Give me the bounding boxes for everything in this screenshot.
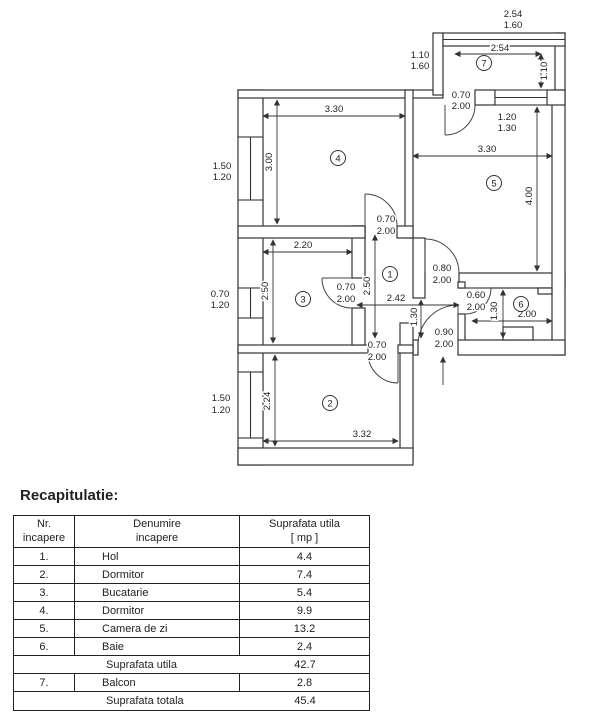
room-number-hall: 1: [387, 270, 392, 281]
dim-bath-height: 1.30: [489, 302, 500, 321]
door-arc-room2: [367, 352, 399, 384]
dim-room4-window-width: 1.50: [213, 161, 232, 172]
dim-kitchen-height: 2.50: [260, 282, 271, 301]
dim-balcony-window-width: 2.54: [504, 9, 523, 20]
total-value: 45.4: [294, 695, 316, 707]
dim-living-width: 3.30: [478, 144, 497, 155]
header-denumire-line2: incapere: [135, 531, 179, 544]
recap-title: Recapitulatie:: [20, 487, 119, 504]
dim-bath-door-height: 2.00: [467, 302, 486, 313]
dim-hall-width: 2.42: [387, 293, 406, 304]
header-nr-line2: incapere: [22, 531, 66, 544]
dim-bath-door-width: 0.60: [467, 290, 486, 301]
dim-room4-window-height: 1.20: [213, 172, 232, 183]
row-nr: 1.: [14, 548, 75, 566]
dim-room4-door-width: 0.70: [377, 214, 396, 225]
dim-living-door-width: 0.80: [433, 263, 452, 274]
row-name: Dormitor: [75, 602, 240, 620]
dim-balcony-door-height: 2.00: [452, 101, 471, 112]
row-area: 2.8: [240, 674, 369, 692]
subtotal-label: Suprafata utila: [106, 658, 177, 671]
dim-room2-window-height: 1.20: [212, 405, 231, 416]
row-nr: 2.: [14, 566, 75, 584]
dim-room2-width: 3.32: [353, 429, 372, 440]
row-name: Hol: [75, 548, 240, 566]
dim-room2-door-height: 2.00: [368, 352, 387, 363]
door-arc-balcony: [444, 104, 476, 136]
row-nr: 3.: [14, 584, 75, 602]
dim-entrance-door-width: 0.90: [435, 327, 454, 338]
row-area: 7.4: [240, 566, 369, 584]
row-area: 4.4: [240, 548, 369, 566]
dimension-lines: [262, 50, 553, 447]
dim-living-window-height: 1.30: [498, 123, 517, 134]
dim-room4-door-height: 2.00: [377, 226, 396, 237]
row-nr: 7.: [14, 674, 75, 692]
row-nr: 5.: [14, 620, 75, 638]
dim-balcony-depth: 1.10: [539, 62, 550, 81]
subtotal-row: Suprafata utila 42.7: [14, 656, 369, 674]
door-arc-bath: [464, 287, 492, 315]
dim-kitchen-window-height: 1.20: [211, 300, 230, 311]
row-nr: 4.: [14, 602, 75, 620]
dim-kitchen-window-width: 0.70: [211, 289, 230, 300]
header-nr-line1: Nr.: [36, 517, 52, 530]
header-denumire: Denumire incapere: [75, 516, 240, 548]
door-arc-kitchen: [321, 277, 353, 309]
row-name: Balcon: [75, 674, 240, 692]
header-suprafata-line2: [ mp ]: [290, 531, 319, 544]
row-name: Bucatarie: [75, 584, 240, 602]
dim-balcony-window-height: 1.60: [504, 20, 523, 31]
dim-room2-window-width: 1.50: [212, 393, 231, 404]
row-area: 9.9: [240, 602, 369, 620]
row-area: 5.4: [240, 584, 369, 602]
row-nr: 6.: [14, 638, 75, 656]
row-area: 2.4: [240, 638, 369, 656]
dim-room2-door-width: 0.70: [368, 340, 387, 351]
dim-kitchen-width: 2.20: [294, 240, 313, 251]
dim-balcony-door-width: 0.70: [452, 90, 471, 101]
total-row: Suprafata totala 45.4: [14, 692, 369, 710]
row-name: Baie: [75, 638, 240, 656]
dim-room4-height: 3.00: [264, 153, 275, 172]
dim-balcony-side-height: 1.60: [411, 61, 430, 72]
total-label: Suprafata totala: [106, 695, 184, 707]
dim-kitchen-door-width: 0.70: [337, 282, 356, 293]
dim-living-height: 4.00: [524, 187, 535, 206]
dim-kitchen-door-height: 2.00: [337, 294, 356, 305]
door-arc-room4: [364, 193, 398, 227]
dim-room4-width: 3.30: [325, 104, 344, 115]
dim-vestibule-height: 1.30: [409, 308, 420, 327]
header-suprafata: Suprafata utila [ mp ]: [240, 516, 369, 548]
room-number-camera-de-zi: 5: [491, 179, 496, 190]
row-name: Camera de zi: [75, 620, 240, 638]
dim-hall-height: 2.50: [362, 277, 373, 296]
room-numbers: 1 2 3 4 5 6 7: [295, 55, 529, 411]
header-suprafata-line1: Suprafata utila: [269, 517, 340, 530]
dim-room2-height: 2.24: [262, 392, 273, 411]
room-number-dormitor4: 4: [335, 154, 340, 165]
room-number-baie: 6: [518, 300, 523, 311]
dim-entrance-door-height: 2.00: [435, 339, 454, 350]
subtotal-value: 42.7: [294, 658, 316, 671]
row-name: Dormitor: [75, 566, 240, 584]
windows-group: [237, 38, 565, 439]
dim-living-door-height: 2.00: [433, 275, 452, 286]
dim-living-window-width: 1.20: [498, 112, 517, 123]
dim-balcony-length: 2.54: [491, 43, 510, 54]
door-arc-living: [424, 238, 460, 274]
room-number-balcon: 7: [481, 59, 486, 70]
dimension-labels: 2.54 1.60 1.10 1.60 2.54 1.10 0.70 2.00 …: [209, 8, 551, 442]
floor-plan-drawing: 2.54 1.60 1.10 1.60 2.54 1.10 0.70 2.00 …: [209, 8, 566, 466]
dim-balcony-side-width: 1.10: [411, 50, 430, 61]
row-area: 13.2: [240, 620, 369, 638]
header-denumire-line1: Denumire: [133, 517, 181, 530]
header-nr: Nr. incapere: [14, 516, 75, 548]
recap-table: Nr. incapere Denumire incapere Suprafata…: [13, 515, 370, 711]
room-number-bucatarie: 3: [300, 295, 305, 306]
room-number-dormitor2: 2: [327, 399, 332, 410]
